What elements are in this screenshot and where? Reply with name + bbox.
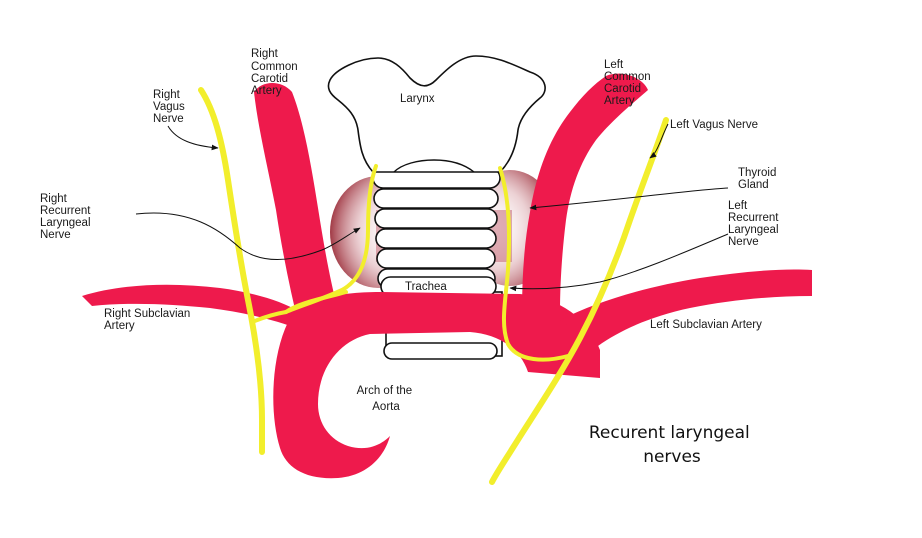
trachea-label: Trachea [405, 281, 447, 293]
left-recurrent-laryngeal-nerve [498, 166, 570, 362]
left-vagus-arrow [649, 123, 669, 159]
right-vagus-label: Right Vagus Nerve [153, 89, 188, 125]
labels: Larynx Trachea Right Common Carotid Arte… [40, 48, 782, 467]
right-common-carotid-label: Right Common Carotid Artery [251, 48, 301, 97]
diagram-caption: Recurent laryngeal nerves [589, 423, 755, 467]
right-vagus-arrow [167, 125, 219, 151]
left-vagus-nerve [489, 117, 669, 485]
left-subclavian-artery [560, 269, 812, 346]
larynx [327, 55, 546, 173]
left-common-carotid-artery [522, 73, 648, 315]
left-subclavian-label: Left Subclavian Artery [650, 319, 762, 331]
thyroid-gland-label: Thyroid Gland [738, 167, 780, 191]
arch-of-aorta [273, 292, 600, 479]
right-recurrent-laryngeal-label: Right Recurrent Laryngeal Nerve [40, 193, 94, 241]
nerves [198, 87, 669, 485]
larynx-label: Larynx [400, 93, 435, 105]
arch-of-aorta-label: Arch of the Aorta [357, 385, 416, 413]
left-vagus-label: Left Vagus Nerve [670, 119, 758, 131]
right-recurrent-laryngeal-arrow [135, 212, 361, 260]
right-recurrent-laryngeal-nerve [250, 164, 378, 324]
left-recurrent-laryngeal-arrow [509, 233, 729, 292]
leader-lines [135, 123, 729, 292]
thyroid-gland-arrow [529, 187, 729, 211]
right-common-carotid-artery [254, 83, 338, 330]
arteries [82, 73, 812, 479]
left-common-carotid-label: Left Common Carotid Artery [604, 59, 654, 107]
right-vagus-nerve [198, 87, 265, 455]
left-recurrent-laryngeal-label: Left Recurrent Laryngeal Nerve [728, 200, 782, 248]
right-subclavian-label: Right Subclavian Artery [104, 308, 194, 332]
